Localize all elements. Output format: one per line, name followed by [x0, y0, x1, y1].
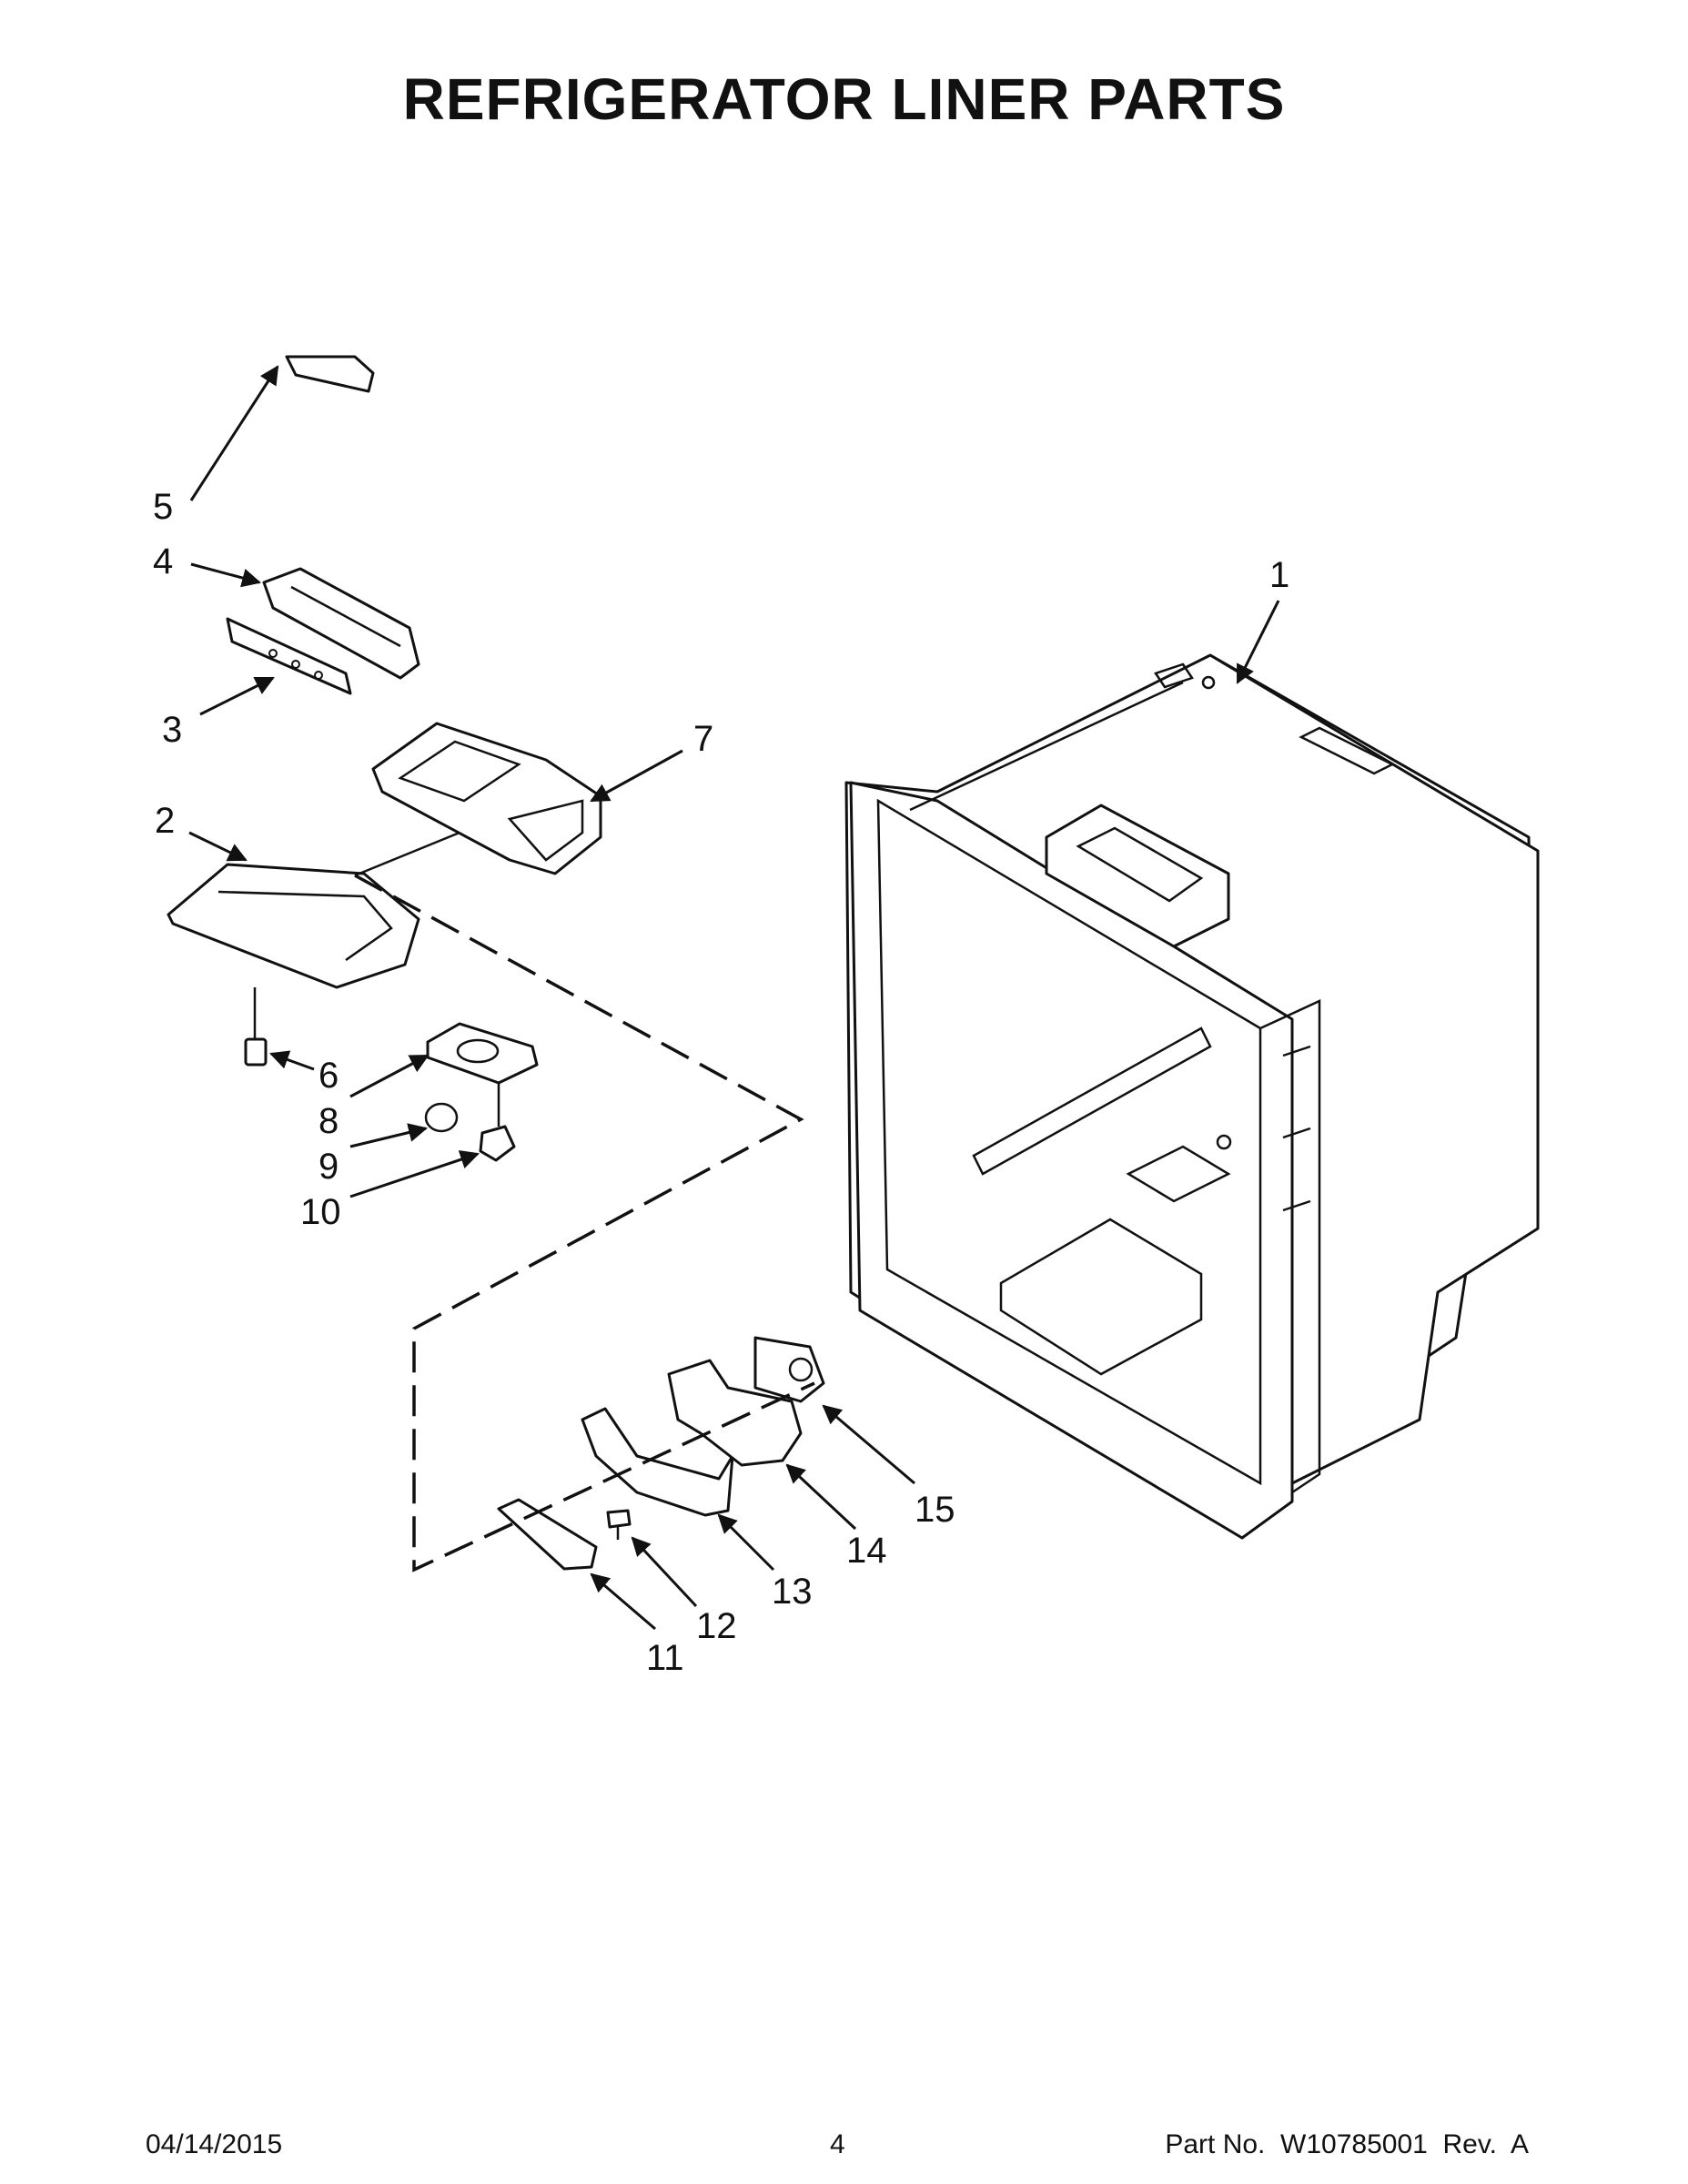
part-4: [262, 567, 420, 680]
part-12-screw: [606, 1509, 632, 1540]
callout-10: 10: [300, 1192, 341, 1232]
footer-date: 04/14/2015: [146, 2129, 283, 2159]
callout-13: 13: [772, 1572, 813, 1612]
callout-numbers: 1 2 3 4 5 6 7 8 9 10 11 12 13 14 15: [153, 487, 1289, 1678]
part-11: [497, 1498, 598, 1571]
callout-14: 14: [846, 1531, 887, 1571]
callout-12: 12: [696, 1606, 737, 1646]
part-5: [285, 355, 375, 393]
part-9-bulb: [424, 1102, 459, 1133]
callout-7: 7: [693, 719, 713, 759]
footer-part-number: Part No. W10785001 Rev. A: [1165, 2129, 1529, 2159]
part-10-socket: [479, 1125, 516, 1162]
part-14: [667, 1359, 803, 1467]
part-6: [244, 1037, 268, 1067]
part-7: [371, 722, 602, 875]
page-title: REFRIGERATOR LINER PARTS: [402, 66, 1286, 132]
callout-6: 6: [318, 1056, 339, 1096]
callout-15: 15: [915, 1490, 955, 1530]
part-3: [226, 617, 352, 695]
callout-9: 9: [318, 1147, 339, 1187]
dashed-wire-route: [253, 831, 815, 1572]
callout-4: 4: [153, 541, 173, 581]
leader-lines: [188, 365, 1280, 1631]
footer-page-number: 4: [830, 2129, 845, 2159]
callout-5: 5: [153, 487, 173, 527]
part-8: [426, 1022, 539, 1085]
callout-2: 2: [155, 801, 175, 841]
callout-3: 3: [162, 710, 182, 750]
callout-11: 11: [646, 1638, 684, 1678]
callout-1: 1: [1269, 555, 1289, 595]
part-2: [167, 863, 420, 989]
liner-part-1: [844, 653, 1540, 1540]
part-15: [753, 1336, 825, 1403]
callout-8: 8: [318, 1101, 339, 1141]
